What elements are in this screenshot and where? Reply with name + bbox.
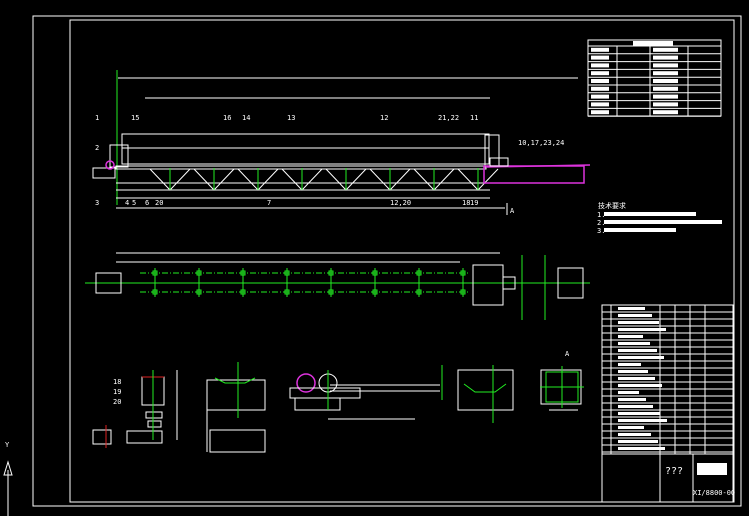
part-balloon-label: 1 xyxy=(95,114,99,122)
part-balloon-label: 13 xyxy=(287,114,295,122)
bolt-hole xyxy=(152,289,158,295)
part-label-20: 20 xyxy=(113,398,121,406)
part-balloon-label: 14 xyxy=(242,114,250,122)
bom-cell-text xyxy=(618,405,653,408)
section-a-a-view: A xyxy=(540,350,584,411)
table-cell-text xyxy=(653,71,678,76)
bom-cell-text xyxy=(618,321,659,324)
bom-cell-text xyxy=(618,349,657,352)
bom-cell-text xyxy=(618,447,665,450)
bom-cell-text xyxy=(618,370,648,373)
part-balloon-label: 15 xyxy=(131,114,139,122)
bom-cell-text xyxy=(618,426,644,429)
bolt-hole xyxy=(372,270,378,276)
section-a-label: A xyxy=(565,350,570,358)
table-cell-text xyxy=(653,63,678,68)
drive-side-view: 18 19 20 xyxy=(92,370,178,448)
table-cell-text xyxy=(653,86,678,91)
bolt-hole xyxy=(372,289,378,295)
table-cell-text xyxy=(653,102,678,107)
bolt-hole xyxy=(284,270,290,276)
drawing-frame xyxy=(32,15,742,507)
part-balloon-label: 5 xyxy=(132,199,136,207)
table-cell-text xyxy=(591,94,609,99)
bolt-hole xyxy=(240,289,246,295)
part-balloon-label: 18 xyxy=(462,199,470,207)
part-balloon-label: 4 xyxy=(125,199,129,207)
bolt-hole xyxy=(152,270,158,276)
part-balloon-label: 21,22 xyxy=(438,114,459,122)
section-marker: A xyxy=(510,207,515,215)
bolt-hole xyxy=(416,270,422,276)
bolt-hole xyxy=(460,289,466,295)
ucs-icon: Y xyxy=(3,441,13,516)
bolt-hole xyxy=(328,270,334,276)
bom-cell-text xyxy=(618,363,641,366)
part-balloon-label: 7 xyxy=(267,199,271,207)
drawing-number: XI/8800-00 xyxy=(693,489,735,497)
table-cell-text xyxy=(653,94,678,99)
table-cell-text xyxy=(591,102,609,107)
bom-cell-text xyxy=(618,412,660,415)
bolt-hole xyxy=(328,289,334,295)
part-label-19: 19 xyxy=(113,388,121,396)
bolt-hole xyxy=(196,289,202,295)
part-balloon-label: 12,20 xyxy=(390,199,411,207)
part-balloon-label: 11 xyxy=(470,114,478,122)
bom-cell-text xyxy=(618,307,645,310)
carry-idler-section-view xyxy=(457,365,514,423)
head-frame-section-view xyxy=(206,362,266,453)
notes-title: 技术要求 xyxy=(598,201,626,210)
bolt-hole xyxy=(460,270,466,276)
technical-notes: 技术要求 1. 2. 3. xyxy=(597,201,722,235)
part-balloon-label: 3 xyxy=(95,199,99,207)
part-balloon-label: 19 xyxy=(470,199,478,207)
part-balloon-label: 6 xyxy=(145,199,149,207)
table-cell-text xyxy=(591,47,609,52)
drawing-title: ??? xyxy=(665,466,683,477)
bolt-hole xyxy=(284,289,290,295)
bom-cell-text xyxy=(618,391,639,394)
part-balloon-label: 10,17,23,24 xyxy=(518,139,564,147)
bom-cell-text xyxy=(618,419,667,422)
table-cell-text xyxy=(591,110,609,115)
table-cell-text xyxy=(591,79,609,83)
bolt-hole xyxy=(416,289,422,295)
table-cell-text xyxy=(653,55,678,60)
note-2: 2. xyxy=(597,219,605,227)
part-balloon-label: 12 xyxy=(380,114,388,122)
part-label-18: 18 xyxy=(113,378,121,386)
bolt-hole xyxy=(196,270,202,276)
bom-cell-text xyxy=(618,335,643,338)
table-cell-text xyxy=(653,47,678,52)
bom-cell-text xyxy=(618,328,666,331)
bom-cell-text xyxy=(618,356,664,359)
table-cell-text xyxy=(591,86,609,91)
part-balloon-label: 20 xyxy=(155,199,163,207)
bom-cell-text xyxy=(618,398,646,401)
note-3: 3. xyxy=(597,227,605,235)
part-balloon-label: 2 xyxy=(95,144,99,152)
ucs-y-label: Y xyxy=(5,441,10,449)
table-cell-text xyxy=(591,63,609,68)
bom-cell-text xyxy=(618,342,650,345)
parts-table-top xyxy=(587,39,722,117)
take-up-view xyxy=(289,365,443,420)
table-cell-text xyxy=(653,110,678,115)
note-1: 1. xyxy=(597,211,605,219)
part-balloon-label: 16 xyxy=(223,114,231,122)
title-block: ??? XI/8800-00 xyxy=(601,304,735,503)
table-cell-text xyxy=(591,71,609,76)
bom-cell-text xyxy=(618,384,662,387)
bolt-hole xyxy=(240,270,246,276)
bom-cell-text xyxy=(618,314,652,317)
bom-cell-text xyxy=(618,433,651,436)
conveyor-plan-view xyxy=(85,252,590,320)
table-cell-text xyxy=(653,79,678,83)
bom-cell-text xyxy=(618,440,658,443)
bom-cell-text xyxy=(618,377,655,380)
table-cell-text xyxy=(591,55,609,60)
